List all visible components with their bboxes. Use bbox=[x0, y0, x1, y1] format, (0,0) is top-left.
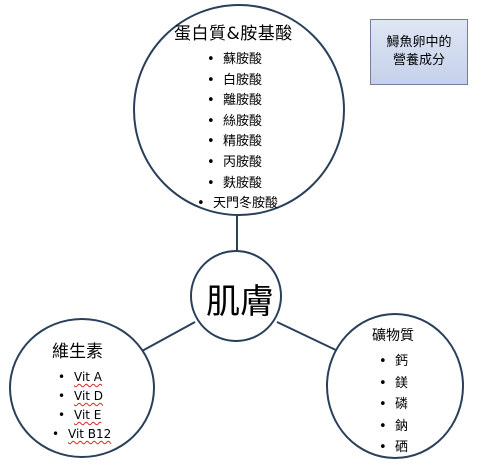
list-item: 鈣 bbox=[379, 351, 408, 373]
protein-title: 蛋白質&胺基酸 bbox=[174, 24, 293, 44]
list-item: 硒 bbox=[379, 437, 408, 459]
list-item: 絲胺酸 bbox=[207, 112, 278, 133]
vitamins-node: 維生素 Vit A Vit D Vit E Vit B12 bbox=[9, 318, 155, 458]
protein-list: 蘇胺酸 白胺酸 離胺酸 絲胺酸 精胺酸 丙胺酸 麩胺酸 天門冬胺酸 bbox=[197, 50, 278, 215]
vitamins-list: Vit A Vit D Vit E Vit B12 bbox=[52, 368, 111, 444]
list-item: 白胺酸 bbox=[207, 71, 278, 92]
list-item: 鎂 bbox=[379, 373, 408, 395]
list-item-text: Vit E bbox=[74, 408, 102, 422]
protein-node: 蛋白質&胺基酸 蘇胺酸 白胺酸 離胺酸 絲胺酸 精胺酸 丙胺酸 麩胺酸 天門冬胺… bbox=[133, 4, 345, 216]
list-item: 天門冬胺酸 bbox=[197, 194, 278, 215]
title-line-2: 營養成分 bbox=[392, 53, 445, 68]
minerals-list: 鈣 鎂 磷 鈉 硒 bbox=[379, 351, 408, 459]
list-item: Vit E bbox=[58, 406, 111, 425]
list-item: 精胺酸 bbox=[207, 132, 278, 153]
connector-center-minerals bbox=[276, 321, 341, 353]
list-item: Vit B12 bbox=[52, 425, 112, 444]
list-item: 鈉 bbox=[379, 416, 408, 438]
minerals-title: 礦物質 bbox=[372, 328, 414, 344]
list-item: 磷 bbox=[379, 394, 408, 416]
vitamins-title: 維生素 bbox=[52, 342, 103, 362]
list-item-text: Vit D bbox=[74, 389, 104, 403]
title-box: 鱘魚卵中的 營養成分 bbox=[370, 19, 468, 85]
minerals-node: 礦物質 鈣 鎂 磷 鈉 硒 bbox=[326, 313, 464, 459]
list-item-text: Vit B12 bbox=[68, 427, 112, 441]
list-item: Vit A bbox=[58, 368, 111, 387]
center-label: 肌膚 bbox=[206, 282, 274, 322]
connector-center-vitamins bbox=[141, 321, 196, 352]
list-item: 蘇胺酸 bbox=[207, 50, 278, 71]
list-item: 麩胺酸 bbox=[207, 174, 278, 195]
list-item-text: Vit A bbox=[74, 370, 103, 384]
list-item: 丙胺酸 bbox=[207, 153, 278, 174]
list-item: Vit D bbox=[58, 387, 111, 406]
center-node: 肌膚 bbox=[190, 250, 282, 342]
list-item: 離胺酸 bbox=[207, 91, 278, 112]
title-line-1: 鱘魚卵中的 bbox=[386, 35, 452, 50]
